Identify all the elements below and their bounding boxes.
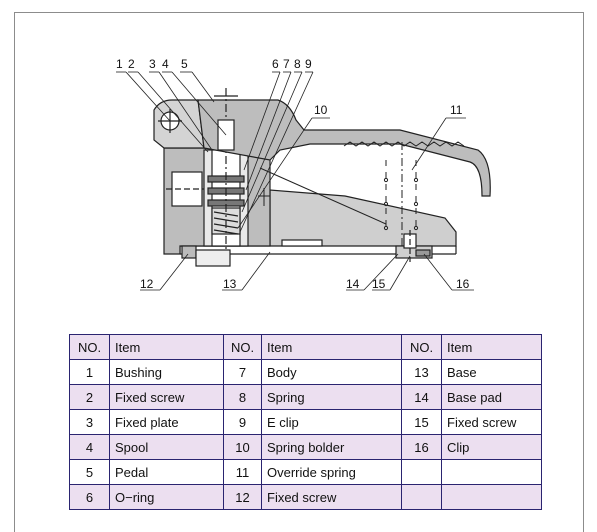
callout-9: 9: [305, 57, 312, 71]
table-cell: Fixed screw: [441, 409, 542, 435]
table-cell: Bushing: [109, 359, 224, 385]
callout-16: 16: [456, 277, 470, 291]
table-cell: Base pad: [441, 384, 542, 410]
table-cell: Body: [261, 359, 402, 385]
callout-13: 13: [223, 277, 237, 291]
table-cell: 8: [223, 384, 262, 410]
table-row: 5 Pedal 11 Override spring: [69, 459, 542, 485]
bushing: [153, 99, 205, 149]
table-cell: 9: [223, 409, 262, 435]
callout-1: 1: [116, 57, 123, 71]
table-cell: O−ring: [109, 484, 224, 510]
header-item: Item: [441, 334, 542, 360]
callout-7: 7: [283, 57, 290, 71]
table-cell: 4: [69, 434, 110, 460]
callout-2: 2: [128, 57, 135, 71]
table-cell: 5: [69, 459, 110, 485]
header-no: NO.: [69, 334, 110, 360]
table-cell: 1: [69, 359, 110, 385]
callout-8: 8: [294, 57, 301, 71]
table-cell: 16: [401, 434, 442, 460]
header-no: NO.: [401, 334, 442, 360]
callout-11: 11: [450, 103, 463, 117]
callout-12: 12: [140, 277, 154, 291]
table-cell: 15: [401, 409, 442, 435]
table-row: 4 Spool 10 Spring bolder 16 Clip: [69, 434, 542, 460]
callout-5: 5: [181, 57, 188, 71]
base-pad-assembly: [395, 230, 433, 262]
table-cell: [441, 459, 542, 485]
table-cell: 11: [223, 459, 262, 485]
callout-4: 4: [162, 57, 169, 71]
table-cell: [441, 484, 542, 510]
table-cell: 3: [69, 409, 110, 435]
callout-15: 15: [372, 277, 386, 291]
table-row: 2 Fixed screw 8 Spring 14 Base pad: [69, 384, 542, 410]
table-row: 3 Fixed plate 9 E clip 15 Fixed screw: [69, 409, 542, 435]
foot-valve-cross-section-diagram: 1 2 3 4 5 6 7 8 9 10 11 12 13 14 15 16: [116, 57, 491, 291]
table-row: 6 O−ring 12 Fixed screw: [69, 484, 542, 510]
table-cell: Base: [441, 359, 542, 385]
override-spring: [258, 142, 419, 250]
table-cell: [401, 484, 442, 510]
table-row: 1 Bushing 7 Body 13 Base: [69, 359, 542, 385]
table-cell: 10: [223, 434, 262, 460]
table-cell: Spring: [261, 384, 402, 410]
callout-labels: 1 2 3 4 5 6 7 8 9 10 11 12 13 14 15 16: [116, 57, 470, 291]
table-cell: Pedal: [109, 459, 224, 485]
table-cell: 12: [223, 484, 262, 510]
table-cell: Fixed plate: [109, 409, 224, 435]
header-no: NO.: [223, 334, 262, 360]
table-cell: Override spring: [261, 459, 402, 485]
table-cell: Spool: [109, 434, 224, 460]
header-item: Item: [261, 334, 402, 360]
header-item: Item: [109, 334, 224, 360]
leader-lines: [116, 71, 474, 291]
table-cell: Fixed screw: [261, 484, 402, 510]
callout-14: 14: [346, 277, 360, 291]
table-cell: Fixed screw: [109, 384, 224, 410]
table-header-row: NO. Item NO. Item NO. Item: [69, 334, 542, 360]
table-cell: Spring bolder: [261, 434, 402, 460]
table-cell: 6: [69, 484, 110, 510]
valve-body: [163, 140, 271, 267]
page-frame: [14, 12, 584, 532]
callout-6: 6: [272, 57, 279, 71]
table-cell: E clip: [261, 409, 402, 435]
callout-10: 10: [314, 103, 328, 117]
table-cell: [401, 459, 442, 485]
table-cell: 13: [401, 359, 442, 385]
table-cell: Clip: [441, 434, 542, 460]
table-cell: 2: [69, 384, 110, 410]
callout-3: 3: [149, 57, 156, 71]
table-cell: 14: [401, 384, 442, 410]
table-cell: 7: [223, 359, 262, 385]
parts-table: NO. Item NO. Item NO. Item 1 Bushing 7 B…: [69, 334, 542, 510]
